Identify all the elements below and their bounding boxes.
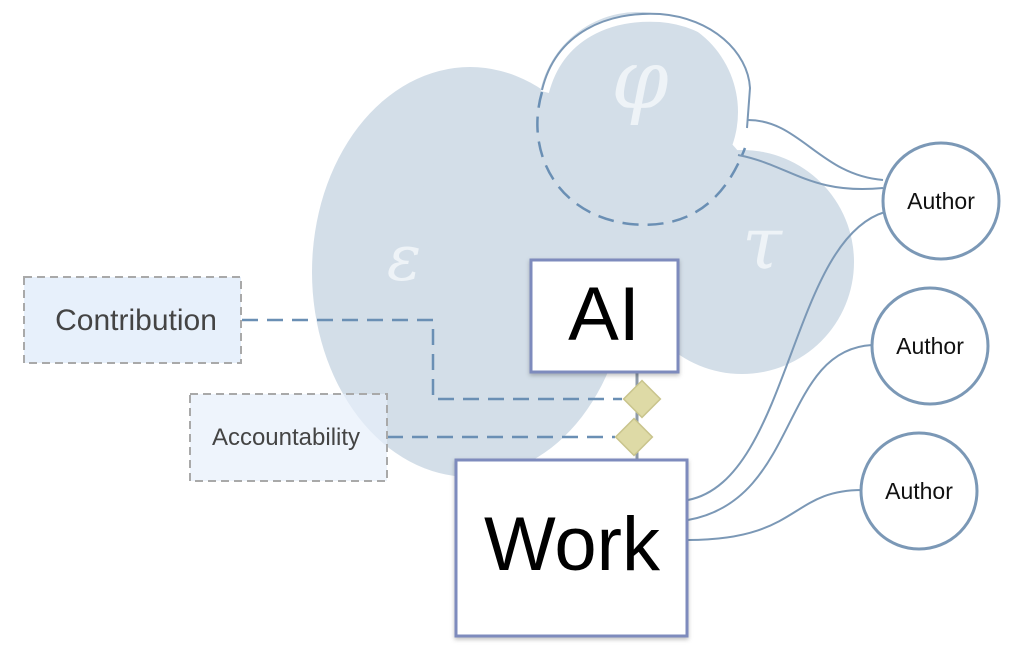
work-box: Work bbox=[454, 458, 689, 638]
connector-phi-author1-b bbox=[737, 154, 884, 190]
contribution-diamond bbox=[622, 379, 662, 419]
author-label-3: Author bbox=[885, 478, 953, 504]
accountability-diamond bbox=[614, 417, 654, 457]
connector-work-author2 bbox=[687, 344, 873, 521]
accountability-label: Accountability bbox=[212, 424, 360, 451]
author-node-3: Author bbox=[859, 431, 979, 551]
contribution-connector bbox=[242, 318, 622, 401]
work-label: Work bbox=[484, 502, 661, 587]
epsilon-symbol: ε bbox=[387, 222, 421, 296]
phi-bubble bbox=[536, 12, 753, 227]
ai-label: AI bbox=[568, 272, 640, 357]
contribution-label-box: Contribution bbox=[23, 276, 242, 364]
contribution-label: Contribution bbox=[55, 304, 217, 337]
phi-bubble-dashed-arc bbox=[536, 91, 747, 227]
tau-symbol: τ bbox=[742, 201, 783, 285]
author-label-1: Author bbox=[907, 188, 975, 214]
author-node-1: Author bbox=[881, 141, 1001, 261]
ai-box: AI bbox=[529, 258, 680, 374]
connector-work-author1 bbox=[687, 211, 886, 501]
connector-phi-author1 bbox=[747, 119, 884, 181]
connector-work-author3 bbox=[687, 489, 863, 541]
author-label-2: Author bbox=[896, 333, 964, 359]
phi-bubble-outer-arc bbox=[541, 13, 753, 131]
author-node-2: Author bbox=[870, 286, 990, 406]
author-connectors bbox=[687, 119, 886, 541]
accountability-label-box: Accountability bbox=[189, 393, 388, 482]
phi-symbol: φ bbox=[611, 33, 669, 128]
phi-bubble-outer-arc-blue bbox=[541, 12, 752, 129]
